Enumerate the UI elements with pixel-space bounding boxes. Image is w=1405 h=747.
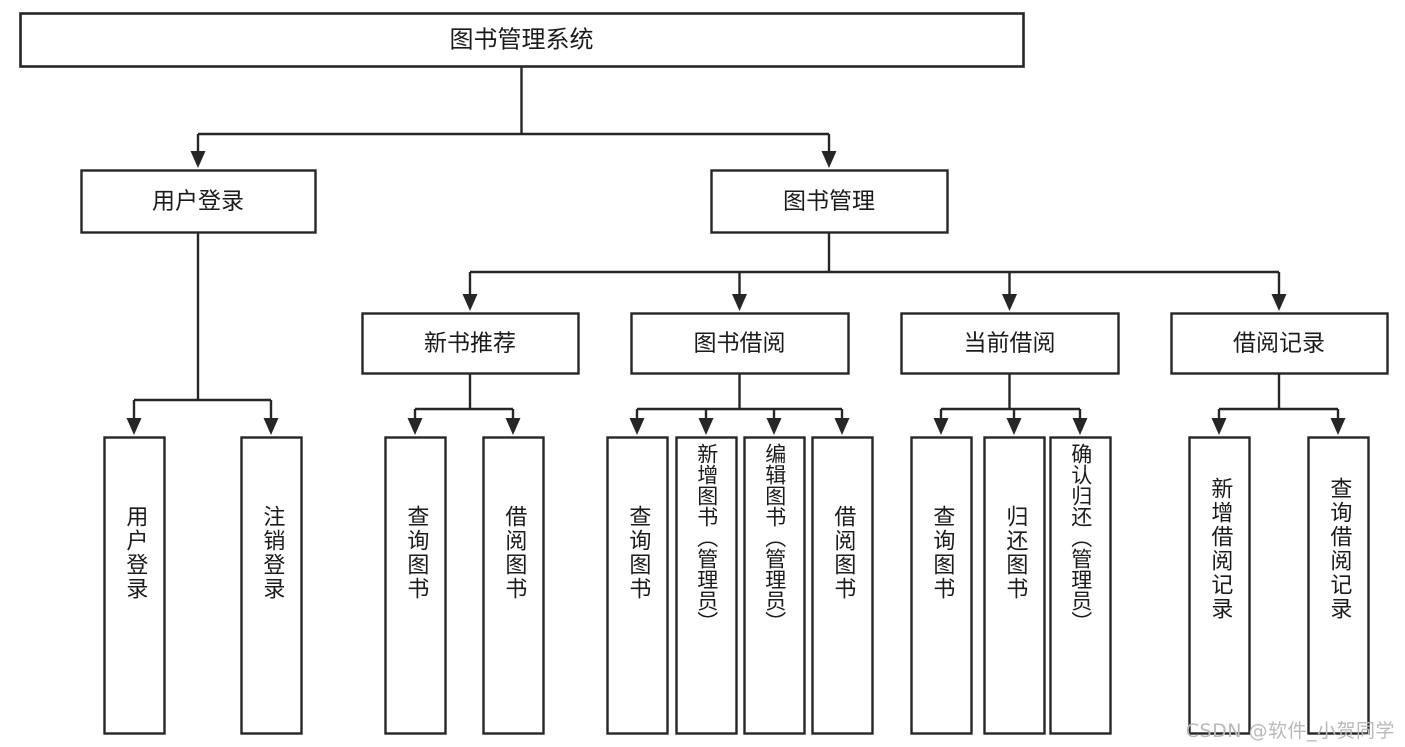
node-level1-0[interactable]: 用户登录 xyxy=(80,169,317,234)
node-leaf-1-rect[interactable] xyxy=(240,436,303,735)
node-level1-1[interactable]: 图书管理 xyxy=(710,169,949,234)
edge-root-arrowhead-1 xyxy=(821,151,837,168)
node-leaf-2-rect[interactable] xyxy=(384,436,447,735)
node-leaf-3-rect[interactable] xyxy=(482,436,545,735)
node-leaf-0-rect[interactable] xyxy=(103,436,166,735)
node-level1-0-rect[interactable] xyxy=(80,169,317,234)
node-leaf-5-rect[interactable] xyxy=(675,436,738,735)
node-level1-1-label: 图书管理 xyxy=(783,189,875,215)
edge-level2-2-arrowhead-0 xyxy=(933,418,949,435)
node-leaf-6-rect[interactable] xyxy=(743,436,806,735)
node-level2-0-rect[interactable] xyxy=(361,312,580,375)
node-level1-0-label: 用户登录 xyxy=(152,189,244,215)
edge-book-mgmt-arrowhead-3 xyxy=(1271,294,1287,311)
edge-book-mgmt-arrowhead-2 xyxy=(1002,294,1017,311)
edge-book-mgmt-arrowhead-0 xyxy=(462,294,478,311)
node-leaf-10-rect[interactable] xyxy=(1049,436,1112,735)
node-root-rect[interactable] xyxy=(19,12,1025,68)
node-leaf-8-rect[interactable] xyxy=(910,436,973,735)
edge-level2-2-arrowhead-2 xyxy=(1072,418,1088,435)
node-level2-0-label: 新书推荐 xyxy=(424,331,516,357)
node-leaf-12-rect[interactable] xyxy=(1307,436,1370,735)
edge-root-arrowhead-0 xyxy=(190,151,206,168)
edge-level2-0-arrowhead-0 xyxy=(407,418,423,435)
edge-level2-0-arrowhead-1 xyxy=(505,418,521,435)
edge-level2-3-arrowhead-1 xyxy=(1330,418,1346,435)
edge-user-login-arrowhead-0 xyxy=(126,418,142,435)
node-root-label: 图书管理系统 xyxy=(450,26,594,54)
edge-level2-3-arrowhead-0 xyxy=(1211,418,1227,435)
edge-level2-1-arrowhead-1 xyxy=(698,418,714,435)
node-level2-2[interactable]: 当前借阅 xyxy=(900,312,1120,375)
edge-book-mgmt-arrowhead-1 xyxy=(732,294,747,311)
node-root[interactable]: 图书管理系统 xyxy=(19,12,1025,68)
node-leaf-11-rect[interactable] xyxy=(1188,436,1251,735)
connector-layer xyxy=(126,66,1346,435)
edge-level2-2-arrowhead-1 xyxy=(1006,418,1022,435)
node-leaf-7-rect[interactable] xyxy=(811,436,874,735)
node-level2-2-rect[interactable] xyxy=(900,312,1120,375)
node-leaf-4-rect[interactable] xyxy=(606,436,669,735)
node-level2-1-label: 图书借阅 xyxy=(694,331,786,357)
node-level2-3[interactable]: 借阅记录 xyxy=(1170,312,1389,375)
edge-level2-1-arrowhead-2 xyxy=(766,418,782,435)
node-level1-1-rect[interactable] xyxy=(710,169,949,234)
node-level2-0[interactable]: 新书推荐 xyxy=(361,312,580,375)
node-level2-1-rect[interactable] xyxy=(630,312,850,375)
edge-level2-1-arrowhead-0 xyxy=(629,418,645,435)
edge-level2-1-arrowhead-3 xyxy=(834,418,850,435)
edge-user-login-arrowhead-1 xyxy=(263,418,279,435)
node-level2-1[interactable]: 图书借阅 xyxy=(630,312,850,375)
node-leaf-9-rect[interactable] xyxy=(983,436,1046,735)
watermark: CSDN @软件_小贺同学 xyxy=(1185,720,1395,742)
node-level2-2-label: 当前借阅 xyxy=(964,331,1056,357)
node-level2-3-rect[interactable] xyxy=(1170,312,1389,375)
node-level2-3-label: 借阅记录 xyxy=(1233,331,1325,357)
